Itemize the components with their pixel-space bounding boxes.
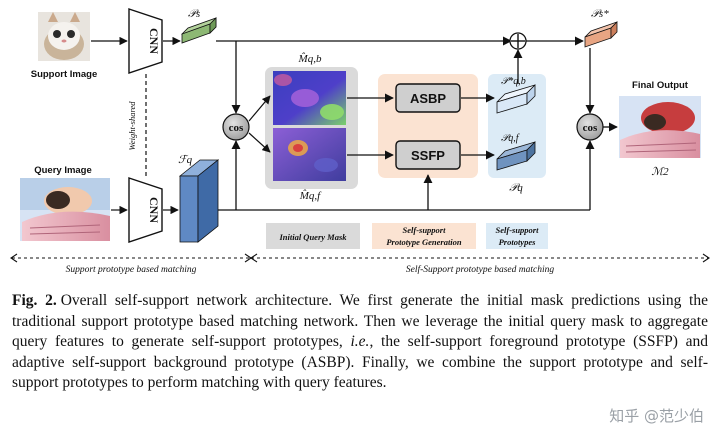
svg-text:Prototypes: Prototypes	[499, 237, 537, 247]
watermark: 知乎 @范少伯	[607, 405, 706, 426]
pqf-label: 𝒫q,f	[501, 133, 520, 144]
ps-star-label: 𝒫s*	[591, 8, 609, 20]
caption-text-part-2: , the self-support foreground prototype …	[12, 333, 708, 391]
query-feature-fq	[178, 159, 220, 243]
plus-node	[509, 32, 527, 50]
support-image-label: Support Image	[31, 69, 98, 80]
svg-text:Self-support: Self-support	[403, 225, 447, 235]
support-matching-span: Support prototype based matching	[10, 253, 252, 275]
prototype-pqf	[496, 141, 536, 171]
svg-text:cos: cos	[229, 122, 244, 134]
svg-text:Prototype Generation: Prototype Generation	[386, 237, 462, 247]
caption-text-part-1: Overall self-support network architectur…	[12, 292, 708, 350]
svg-text:SSFP: SSFP	[411, 148, 445, 163]
svg-text:CNN: CNN	[147, 197, 161, 223]
pqb-star-label: 𝒫*q,b	[501, 76, 526, 87]
ssfp-module: SSFP	[395, 140, 461, 170]
final-output-label: Final Output	[632, 80, 689, 91]
self-support-matching-span: Self-Support prototype based matching	[250, 253, 710, 275]
caption-figure-label: Fig. 2.	[12, 292, 57, 309]
background-mask-map	[273, 71, 346, 125]
ps-label: 𝒫s	[188, 8, 200, 20]
fq-label: ℱq	[178, 154, 193, 166]
svg-text:Self-support: Self-support	[496, 225, 540, 235]
svg-text:Self-Support prototype based m: Self-Support prototype based matching	[406, 264, 554, 275]
pq-label: 𝒫q	[509, 182, 523, 194]
query-image	[20, 178, 110, 241]
prototype-pqb-star	[496, 84, 536, 114]
support-cnn-block: CNN	[128, 8, 163, 74]
figure-caption: Fig. 2.Overall self-support network arch…	[12, 291, 708, 394]
support-image	[38, 12, 90, 61]
m-qf-label: M̂q,f	[299, 189, 322, 202]
m-qb-label: M̂q,b	[298, 52, 322, 65]
query-image-label: Query Image	[34, 165, 92, 176]
support-prototype-ps	[180, 17, 217, 44]
legend-self-support-prototypes: Self-support Prototypes	[486, 223, 548, 249]
weight-shared-label: Weight-shared	[127, 101, 137, 151]
svg-text:ASBP: ASBP	[410, 91, 446, 106]
final-output-image	[619, 96, 701, 158]
svg-text:Initial Query Mask: Initial Query Mask	[278, 232, 347, 242]
foreground-mask-map	[273, 128, 346, 181]
query-cnn-block: CNN	[128, 177, 163, 243]
combined-prototype-ps-star	[584, 21, 618, 48]
cos-node-initial: cos	[222, 113, 250, 141]
architecture-diagram: Support Image Query Image CNN CNN Weight…	[10, 8, 710, 275]
svg-text:CNN: CNN	[147, 28, 161, 54]
cos-node-final: cos	[576, 113, 604, 141]
svg-text:Support prototype based matchi: Support prototype based matching	[66, 265, 197, 275]
caption-ie: i.e.	[350, 333, 370, 350]
svg-text:cos: cos	[583, 122, 598, 134]
legend-initial-query-mask: Initial Query Mask	[266, 223, 360, 249]
legend-self-support-generation: Self-support Prototype Generation	[372, 223, 476, 249]
m2-label: ℳ2	[651, 166, 669, 178]
asbp-module: ASBP	[395, 83, 461, 113]
